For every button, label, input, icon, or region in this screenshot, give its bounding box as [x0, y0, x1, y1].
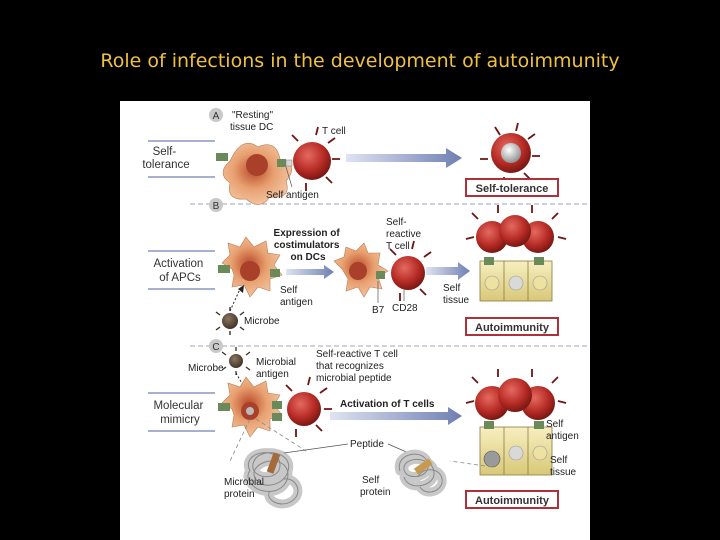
result-label: Autoimmunity: [475, 322, 550, 334]
tcell-label: T cell: [322, 126, 346, 137]
side-label-self-tolerance: Self- tolerance: [142, 146, 189, 171]
dendritic-cell: [222, 143, 293, 205]
t-cell: [291, 126, 340, 191]
side-label-activation: Activation of APCs: [153, 258, 206, 284]
self-antigen-label: Self antigen: [266, 190, 319, 201]
activated-dendritic-cell: [333, 242, 389, 298]
mhc-molecule: [218, 265, 230, 273]
mhc-molecule: [216, 153, 228, 161]
result-label: Self-tolerance: [476, 183, 549, 195]
self-protein-label: Self protein: [360, 475, 391, 498]
b7-costimulator: [376, 271, 385, 279]
mhc-molecule: [272, 401, 282, 409]
microbial-antigen-label: Microbial antigen: [256, 357, 299, 380]
self-protein: [394, 449, 447, 497]
panel-letter: B: [213, 201, 220, 212]
result-label: Autoimmunity: [475, 495, 550, 507]
arrow-right: [426, 262, 470, 280]
side-label-molecular-mimicry: Molecular mimicry: [153, 400, 206, 426]
self-tissue: [479, 257, 553, 302]
autoreactive-t-cells: [465, 369, 567, 420]
panel-c: C Molecular mimicry Microbe Microbial an…: [148, 339, 579, 509]
autoimmunity-figure: A Self- tolerance "Resting" tissue DC T …: [120, 101, 590, 540]
b7-costimulator: [272, 413, 282, 421]
costimulator-expression-label: Expression of costimulators on DCs: [274, 228, 343, 263]
microbial-protein-label: Microbial protein: [224, 477, 267, 500]
activation-label: Activation of T cells: [340, 399, 435, 410]
tolerant-t-cell: [480, 122, 540, 185]
dendritic-cell: [221, 376, 283, 438]
self-tissue-label: Self tissue: [443, 283, 470, 306]
peptide-label: Peptide: [350, 439, 384, 450]
microbe-label: Microbe: [244, 316, 280, 327]
b7-label: B7: [372, 305, 385, 316]
b7-costimulator: [270, 269, 280, 277]
result-box-autoimmunity: [465, 490, 559, 509]
slide-title: Role of infections in the development of…: [100, 50, 620, 72]
self-antigen-label: Self antigen: [546, 419, 579, 442]
resting-dc-label: "Resting" tissue DC: [230, 110, 276, 133]
microbe-label: Microbe: [188, 363, 224, 374]
mhc-molecule: [277, 159, 286, 167]
panel-a: A Self- tolerance "Resting" tissue DC T …: [142, 108, 559, 205]
autoreactive-t-cells: [465, 205, 567, 253]
arrow-right: [286, 265, 334, 279]
microbe: [215, 307, 245, 335]
panel-b: B Activation of APCs Expression of costi…: [148, 198, 567, 336]
arrow-right: [330, 407, 462, 425]
panel-letter: A: [213, 111, 220, 122]
result-box-self-tolerance: [465, 178, 559, 197]
self-reactive-t-cell-label: Self-reactive T cell that recognizes mic…: [316, 349, 401, 384]
self-antigen-label: Self antigen: [280, 285, 313, 308]
microbe: [221, 347, 251, 375]
mhc-molecule: [218, 403, 230, 411]
antigen-peptide: [285, 159, 293, 167]
dotted-arrow: [229, 288, 241, 312]
result-box-autoimmunity: [465, 317, 559, 336]
panel-letter: C: [212, 342, 219, 353]
microbial-protein: [243, 448, 303, 509]
activated-dendritic-cell: [221, 236, 283, 298]
self-reactive-t-cell: [285, 376, 332, 437]
self-reactive-t-cell-label: Self- reactive T cell: [386, 217, 424, 252]
self-tissue-label: Self tissue: [550, 455, 577, 478]
arrow-right: [346, 148, 462, 168]
cd28-label: CD28: [392, 303, 418, 314]
